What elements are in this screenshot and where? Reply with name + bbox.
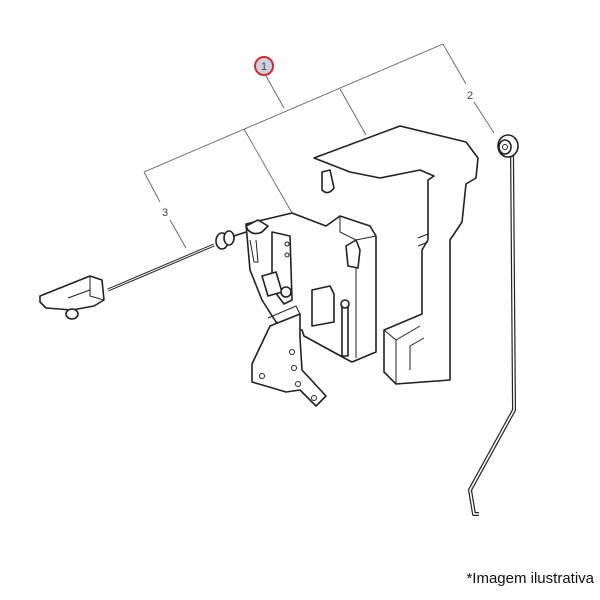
mounting-bracket-part xyxy=(251,305,327,407)
callout-1[interactable]: 1 xyxy=(254,56,274,76)
lock-cover-part xyxy=(313,125,479,385)
lock-rod-part xyxy=(468,134,519,516)
callout-2-label[interactable]: 2 xyxy=(467,90,473,102)
callout-1-label: 1 xyxy=(261,61,267,73)
lock-mechanism-part xyxy=(245,212,377,363)
inner-handle-cable-part xyxy=(39,230,247,320)
illustrative-image-caption: *Imagem ilustrativa xyxy=(466,570,594,587)
callout-3-label[interactable]: 3 xyxy=(162,207,168,219)
leader-lines xyxy=(143,43,495,249)
